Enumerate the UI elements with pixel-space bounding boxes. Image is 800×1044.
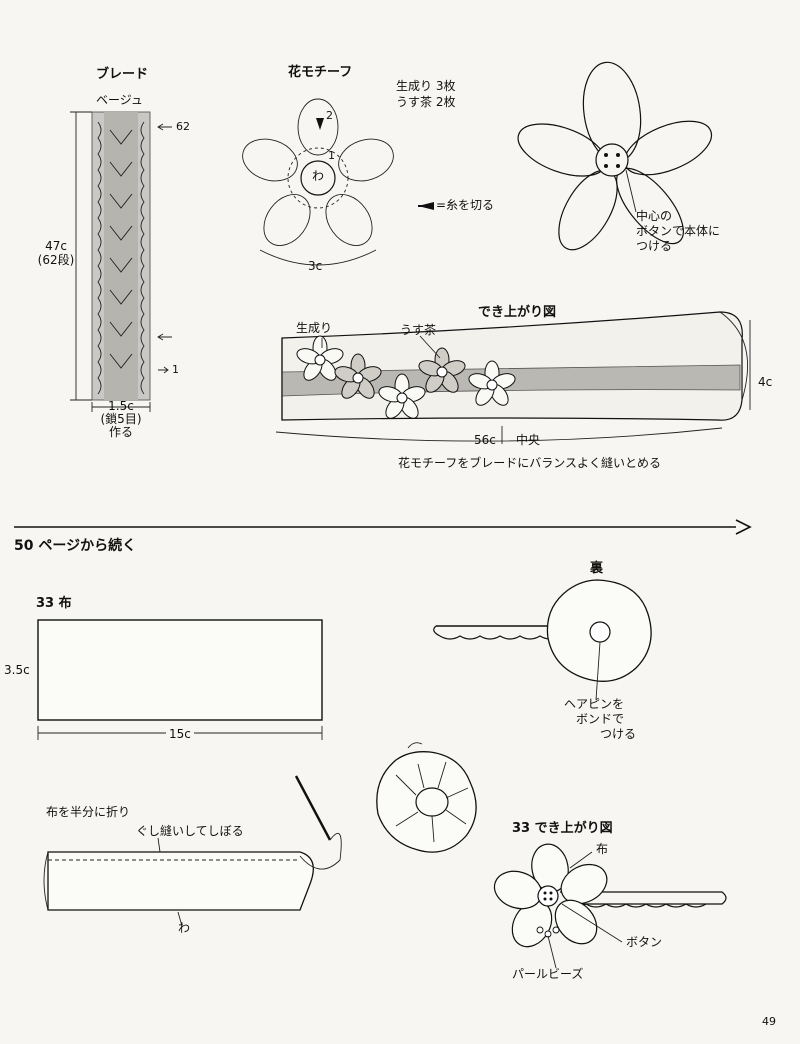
braid-rows: (62段) — [37, 253, 75, 267]
braid-chain: (鎖5目) — [100, 412, 142, 426]
braid-title: ブレード — [96, 67, 149, 82]
folded-fabric-step — [43, 775, 342, 927]
braid-diagram — [70, 111, 172, 412]
finished-center: 中央 — [516, 433, 541, 447]
fabric33-height: 3.5c — [4, 663, 30, 677]
back-note-line1: ヘアピンを — [564, 697, 625, 711]
braid-width: 1.5c — [108, 399, 134, 413]
braid-color: ベージュ — [96, 93, 143, 107]
button-note-line3: つける — [636, 239, 673, 253]
finished-hairpin — [493, 843, 727, 969]
back-view-title: 裏 — [590, 561, 604, 576]
finished-label-lightbrown: うす茶 — [400, 323, 437, 337]
cut-thread-legend: =糸を切る — [436, 198, 495, 212]
back-note-line3: つける — [600, 727, 637, 741]
back-view-hairpin — [433, 579, 652, 701]
finished-height: 4c — [758, 375, 773, 389]
finished-braid-illustration — [275, 311, 751, 444]
fabric-rectangle — [37, 619, 323, 740]
fabric33-title: 33 布 — [36, 596, 72, 611]
flower-motif-title: 花モチーフ — [288, 65, 353, 80]
page-number: 49 — [762, 1015, 776, 1028]
flower-motif-round-2: 2 — [326, 109, 333, 122]
finished33-title: 33 でき上がり図 — [512, 821, 613, 836]
flower-motif-size: 3c — [308, 259, 323, 273]
finished33-pearl: パールビーズ — [512, 967, 584, 981]
gathered-fabric-flower — [376, 742, 477, 853]
flower-motif-round-1: 1 — [328, 149, 335, 162]
flower-motif-ring: わ — [312, 169, 325, 183]
finished-caption: 花モチーフをブレードにバランスよく縫いとめる — [398, 456, 662, 470]
finished-length: 56c — [474, 433, 496, 447]
finished33-fabric: 布 — [596, 842, 609, 856]
button-note-line2: ボタンで本体に — [636, 224, 721, 238]
braid-length: 47c — [45, 239, 67, 253]
finished-title: でき上がり図 — [478, 305, 557, 320]
fabric33-width: 15c — [166, 727, 194, 742]
back-note-line2: ボンドで — [576, 712, 625, 726]
button-note-line1: 中心の — [636, 209, 673, 223]
flower-motif-chart — [242, 98, 434, 266]
braid-row-bottom: 1 — [172, 363, 179, 376]
flower-motif-qty-ecru: 生成り 3枚 — [396, 79, 456, 93]
braid-row-top: 62 — [176, 120, 190, 133]
flower-motif-qty-lightbrown: うす茶 2枚 — [396, 95, 456, 109]
braid-make: 作る — [108, 425, 133, 439]
step-gather-label: ぐし縫いしてしぼる — [136, 824, 244, 838]
finished33-button: ボタン — [626, 935, 663, 949]
continued-from-page: 50 ページから続く — [14, 538, 137, 554]
step-ring-label: わ — [178, 921, 191, 935]
step-fold-label: 布を半分に折り — [46, 805, 131, 819]
continuation-arrow — [14, 519, 752, 535]
flower-with-button — [517, 61, 713, 251]
finished-label-ecru: 生成り — [296, 321, 333, 335]
